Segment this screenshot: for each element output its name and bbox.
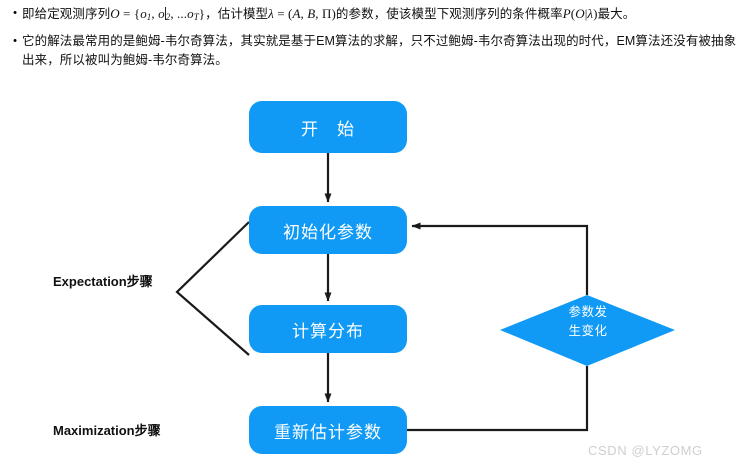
list-item: • 即给定观测序列O = {o1, o2, ...oT}，估计模型λ = (A,…	[8, 4, 737, 27]
label-maximization-step: Maximization步骤	[53, 423, 161, 438]
bullet-text-1: 即给定观测序列O = {o1, o2, ...oT}，估计模型λ = (A, B…	[22, 6, 636, 22]
decision-diamond[interactable]	[500, 295, 675, 366]
label-expectation-step: Expectation步骤	[53, 274, 153, 289]
flow-node-compute-distribution[interactable]: 计算分布	[249, 305, 407, 353]
flow-node-start[interactable]: 开 始	[249, 101, 407, 153]
watermark: CSDN @LYZOMG	[588, 443, 703, 458]
connector-decision-to-init	[411, 222, 589, 295]
flow-node-initialize-parameters[interactable]: 初始化参数	[249, 206, 407, 254]
bullet-marker: •	[13, 7, 17, 19]
bracket-expectation	[175, 221, 250, 356]
list-item: • 它的解法最常用的是鲍姆-韦尔奇算法，其实就是基于EM算法的求解，只不过鲍姆-…	[8, 32, 737, 70]
flow-node-reestimate-parameters[interactable]: 重新估计参数	[249, 406, 407, 454]
bullet-marker: •	[13, 35, 17, 47]
notes-section: • 即给定观测序列O = {o1, o2, ...oT}，估计模型λ = (A,…	[0, 0, 745, 75]
connector-reestimate-to-decision	[407, 366, 589, 432]
bullet-text-2: 它的解法最常用的是鲍姆-韦尔奇算法，其实就是基于EM算法的求解，只不过鲍姆-韦尔…	[22, 34, 737, 67]
